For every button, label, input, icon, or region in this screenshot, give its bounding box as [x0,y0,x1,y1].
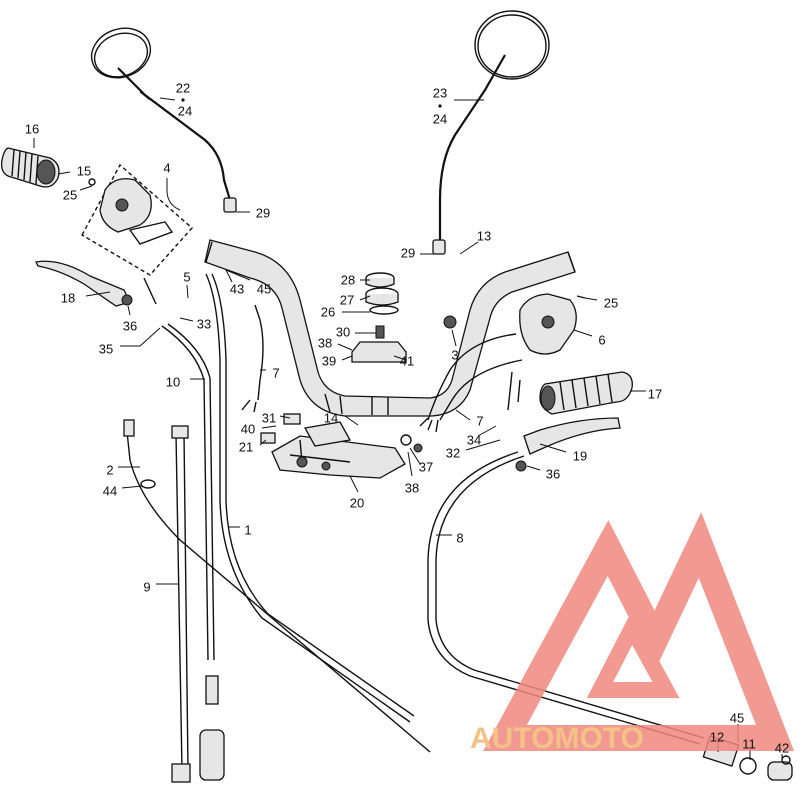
part-label-l29a: 29 [256,205,270,220]
handlebar [204,239,576,417]
cables [123,273,793,783]
part-label-l16: 16 [25,121,39,136]
watermark-logo [483,512,794,751]
part-number-labels: 1234567789101112131415161718192021222423… [25,80,789,755]
right-mirror [432,10,550,255]
watermark-brand-a: AUTOMOTOHUB [470,722,709,755]
part-label-l14: 14 [324,410,338,425]
part-label-l2: 2 [106,462,113,477]
clamp-stack [351,272,407,363]
part-label-l40: 40 [241,421,255,436]
watermark-logo-inner [586,610,680,698]
part-label-l19: 19 [573,448,587,463]
watermark-brand-b-text: HUB [644,722,709,755]
part-label-l7a: 7 [272,365,279,380]
part-label-l30: 30 [336,324,350,339]
part-label-l43: 43 [230,281,244,296]
part-label-l26: 26 [321,304,335,319]
part-label-l28: 28 [341,272,355,287]
part-label-l6: 6 [598,332,605,347]
automotohub-watermark: AUTOMOTOHUB [470,512,794,755]
part-label-l41: 41 [400,353,414,368]
part-label-l1: 1 [244,522,251,537]
part-label-l7b: 7 [476,413,483,428]
part-label-l10: 10 [166,374,180,389]
part-label-l13: 13 [477,228,491,243]
right-lever [507,371,621,472]
leader-lines [33,91,783,760]
watermark-brand-a-text: AUTOMOTO [470,722,644,755]
part-label-l38a: 38 [318,335,332,350]
part-label-l45b: 45 [730,710,744,725]
stack-dot-right [438,104,442,108]
part-label-l44: 44 [103,483,117,498]
part-label-l34: 34 [467,432,481,447]
part-label-l20: 20 [350,495,364,510]
part-label-l29b: 29 [401,245,415,260]
left-grip [0,147,60,188]
switch-wiring [241,304,523,433]
part-label-l37: 37 [419,459,433,474]
part-label-l25b: 25 [604,295,618,310]
part-label-l15: 15 [77,163,91,178]
part-label-l18: 18 [61,290,75,305]
part-label-l24a: 24 [178,103,192,118]
part-label-l8: 8 [456,530,463,545]
part-label-l36a: 36 [123,318,137,333]
part-label-l5: 5 [183,269,190,284]
part-label-l39: 39 [322,353,336,368]
part-label-l17: 17 [648,386,662,401]
part-label-l38b: 38 [405,480,419,495]
part-label-l21: 21 [239,439,253,454]
part-label-l12: 12 [710,729,724,744]
left-mirror [90,27,237,213]
part-label-l31: 31 [262,410,276,425]
part-label-l36b: 36 [546,466,560,481]
part-label-l4: 4 [163,160,170,175]
part-label-l9: 9 [143,579,150,594]
part-label-l23: 23 [433,85,447,100]
part-label-l25a: 25 [63,187,77,202]
part-label-l32: 32 [446,445,460,460]
left-lever [35,260,157,307]
part-label-l3: 3 [451,347,458,362]
stack-dot-left [181,98,185,102]
part-label-l42: 42 [775,740,789,755]
part-label-l35: 35 [99,341,113,356]
right-grip [539,371,633,415]
left-switch-housing [81,163,193,276]
part-label-l33: 33 [197,316,211,331]
part-label-l27: 27 [340,292,354,307]
part-label-l24b: 24 [433,111,447,126]
part-label-l22: 22 [176,80,190,95]
part-label-l11: 11 [742,736,756,751]
handlebar-holder [260,413,423,479]
part-label-l45a: 45 [257,281,271,296]
